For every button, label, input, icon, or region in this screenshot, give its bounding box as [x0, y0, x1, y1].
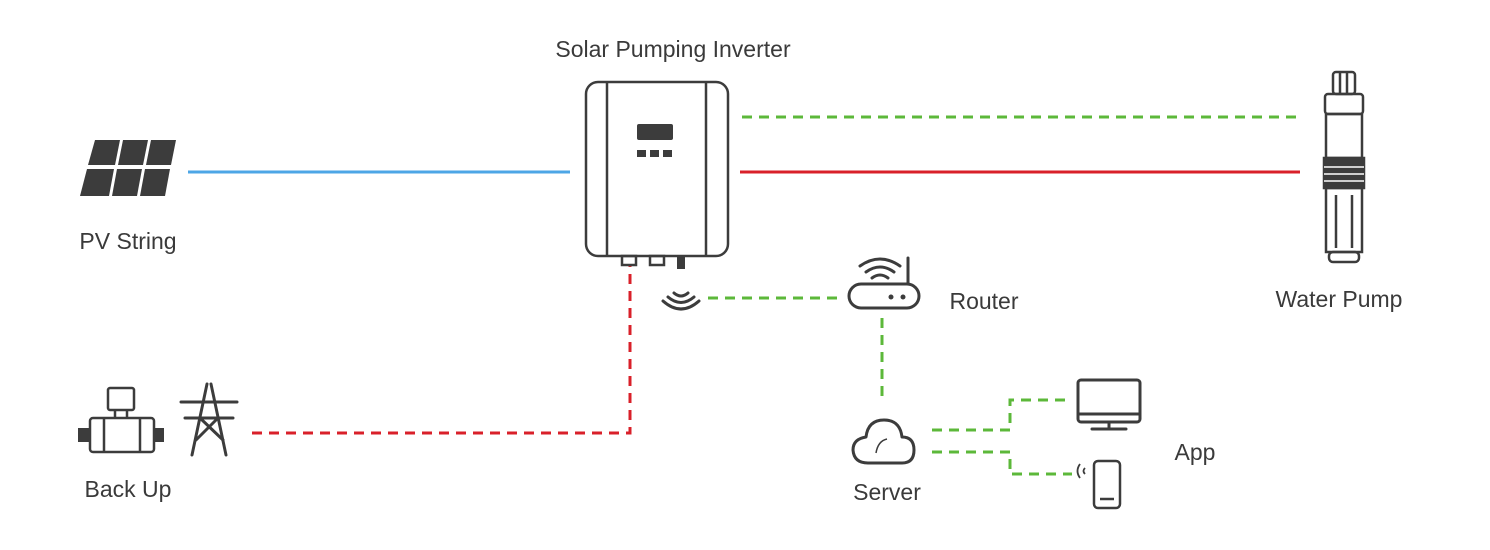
cloud-icon — [851, 418, 916, 465]
backup-label: Back Up — [85, 476, 172, 502]
monitor-icon — [1076, 378, 1142, 431]
app-label: App — [1175, 439, 1216, 465]
pv-string-label: PV String — [79, 228, 176, 254]
smartphone-icon — [1076, 459, 1122, 510]
inverter-icon — [584, 80, 730, 269]
server-monitor-data-line — [932, 398, 1068, 432]
wifi-icon — [661, 291, 701, 311]
solar-panel-icon — [80, 140, 176, 196]
water-pump-label: Water Pump — [1276, 286, 1403, 312]
server-phone-data-line — [932, 450, 1072, 476]
backup-inverter-line — [252, 265, 632, 435]
generator-icon — [78, 386, 164, 454]
server-label: Server — [853, 479, 921, 505]
water-pump-icon — [1322, 70, 1366, 264]
power-tower-icon — [179, 382, 239, 457]
inverter-label: Solar Pumping Inverter — [555, 36, 791, 62]
router-icon — [847, 256, 921, 310]
router-label: Router — [949, 288, 1018, 314]
